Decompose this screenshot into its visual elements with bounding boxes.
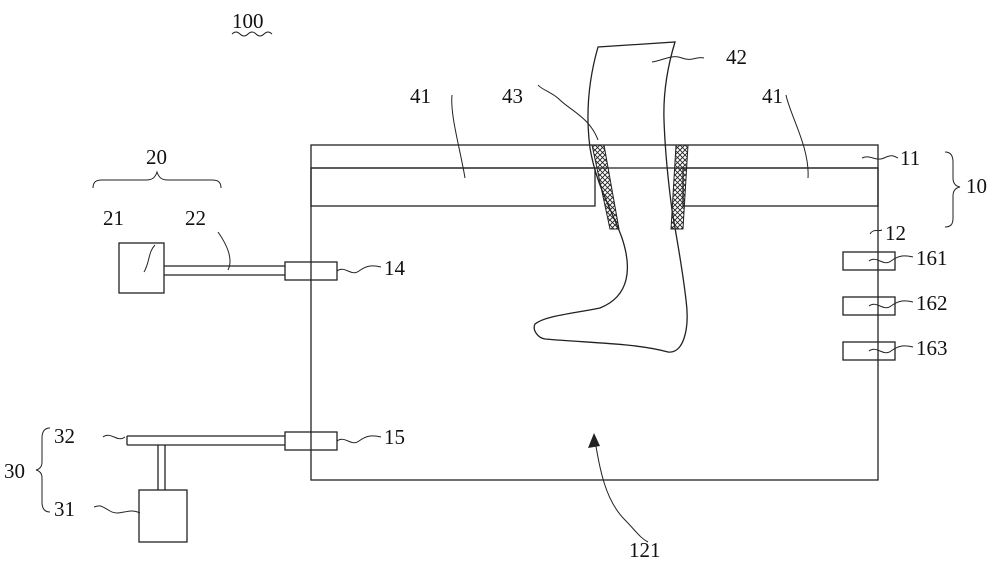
sensor-162	[842, 296, 896, 316]
sensor-161	[842, 251, 896, 271]
sensor-163	[842, 341, 896, 361]
seal	[591, 144, 689, 230]
label-20: 20	[146, 145, 167, 169]
leader-lines	[93, 31, 914, 543]
label-22: 22	[185, 206, 206, 230]
label-121: 121	[629, 538, 661, 562]
label-14: 14	[384, 256, 406, 280]
label-11: 11	[900, 146, 920, 170]
label-10: 10	[966, 174, 987, 198]
label-30: 30	[4, 459, 25, 483]
supply-pipe	[164, 265, 285, 276]
label-163: 163	[916, 336, 948, 360]
label-42: 42	[726, 45, 747, 69]
drain-box	[138, 489, 188, 543]
arrow-head	[588, 433, 600, 448]
label-main-ref: 100	[232, 9, 264, 33]
housing-brace	[944, 151, 961, 228]
label-43: 43	[502, 84, 523, 108]
label-32: 32	[54, 424, 75, 448]
label-41-left: 41	[410, 84, 431, 108]
label-162: 162	[916, 291, 948, 315]
label-161: 161	[916, 246, 948, 270]
drain-unit-brace	[35, 427, 51, 513]
supply-unit-brace	[92, 170, 222, 189]
label-12: 12	[885, 221, 906, 245]
membrane-layer	[310, 167, 879, 207]
supply-box	[118, 242, 165, 294]
label-21: 21	[103, 206, 124, 230]
drain-pipe	[126, 435, 285, 490]
label-15: 15	[384, 425, 405, 449]
label-31: 31	[54, 497, 75, 521]
label-41-right: 41	[762, 84, 783, 108]
